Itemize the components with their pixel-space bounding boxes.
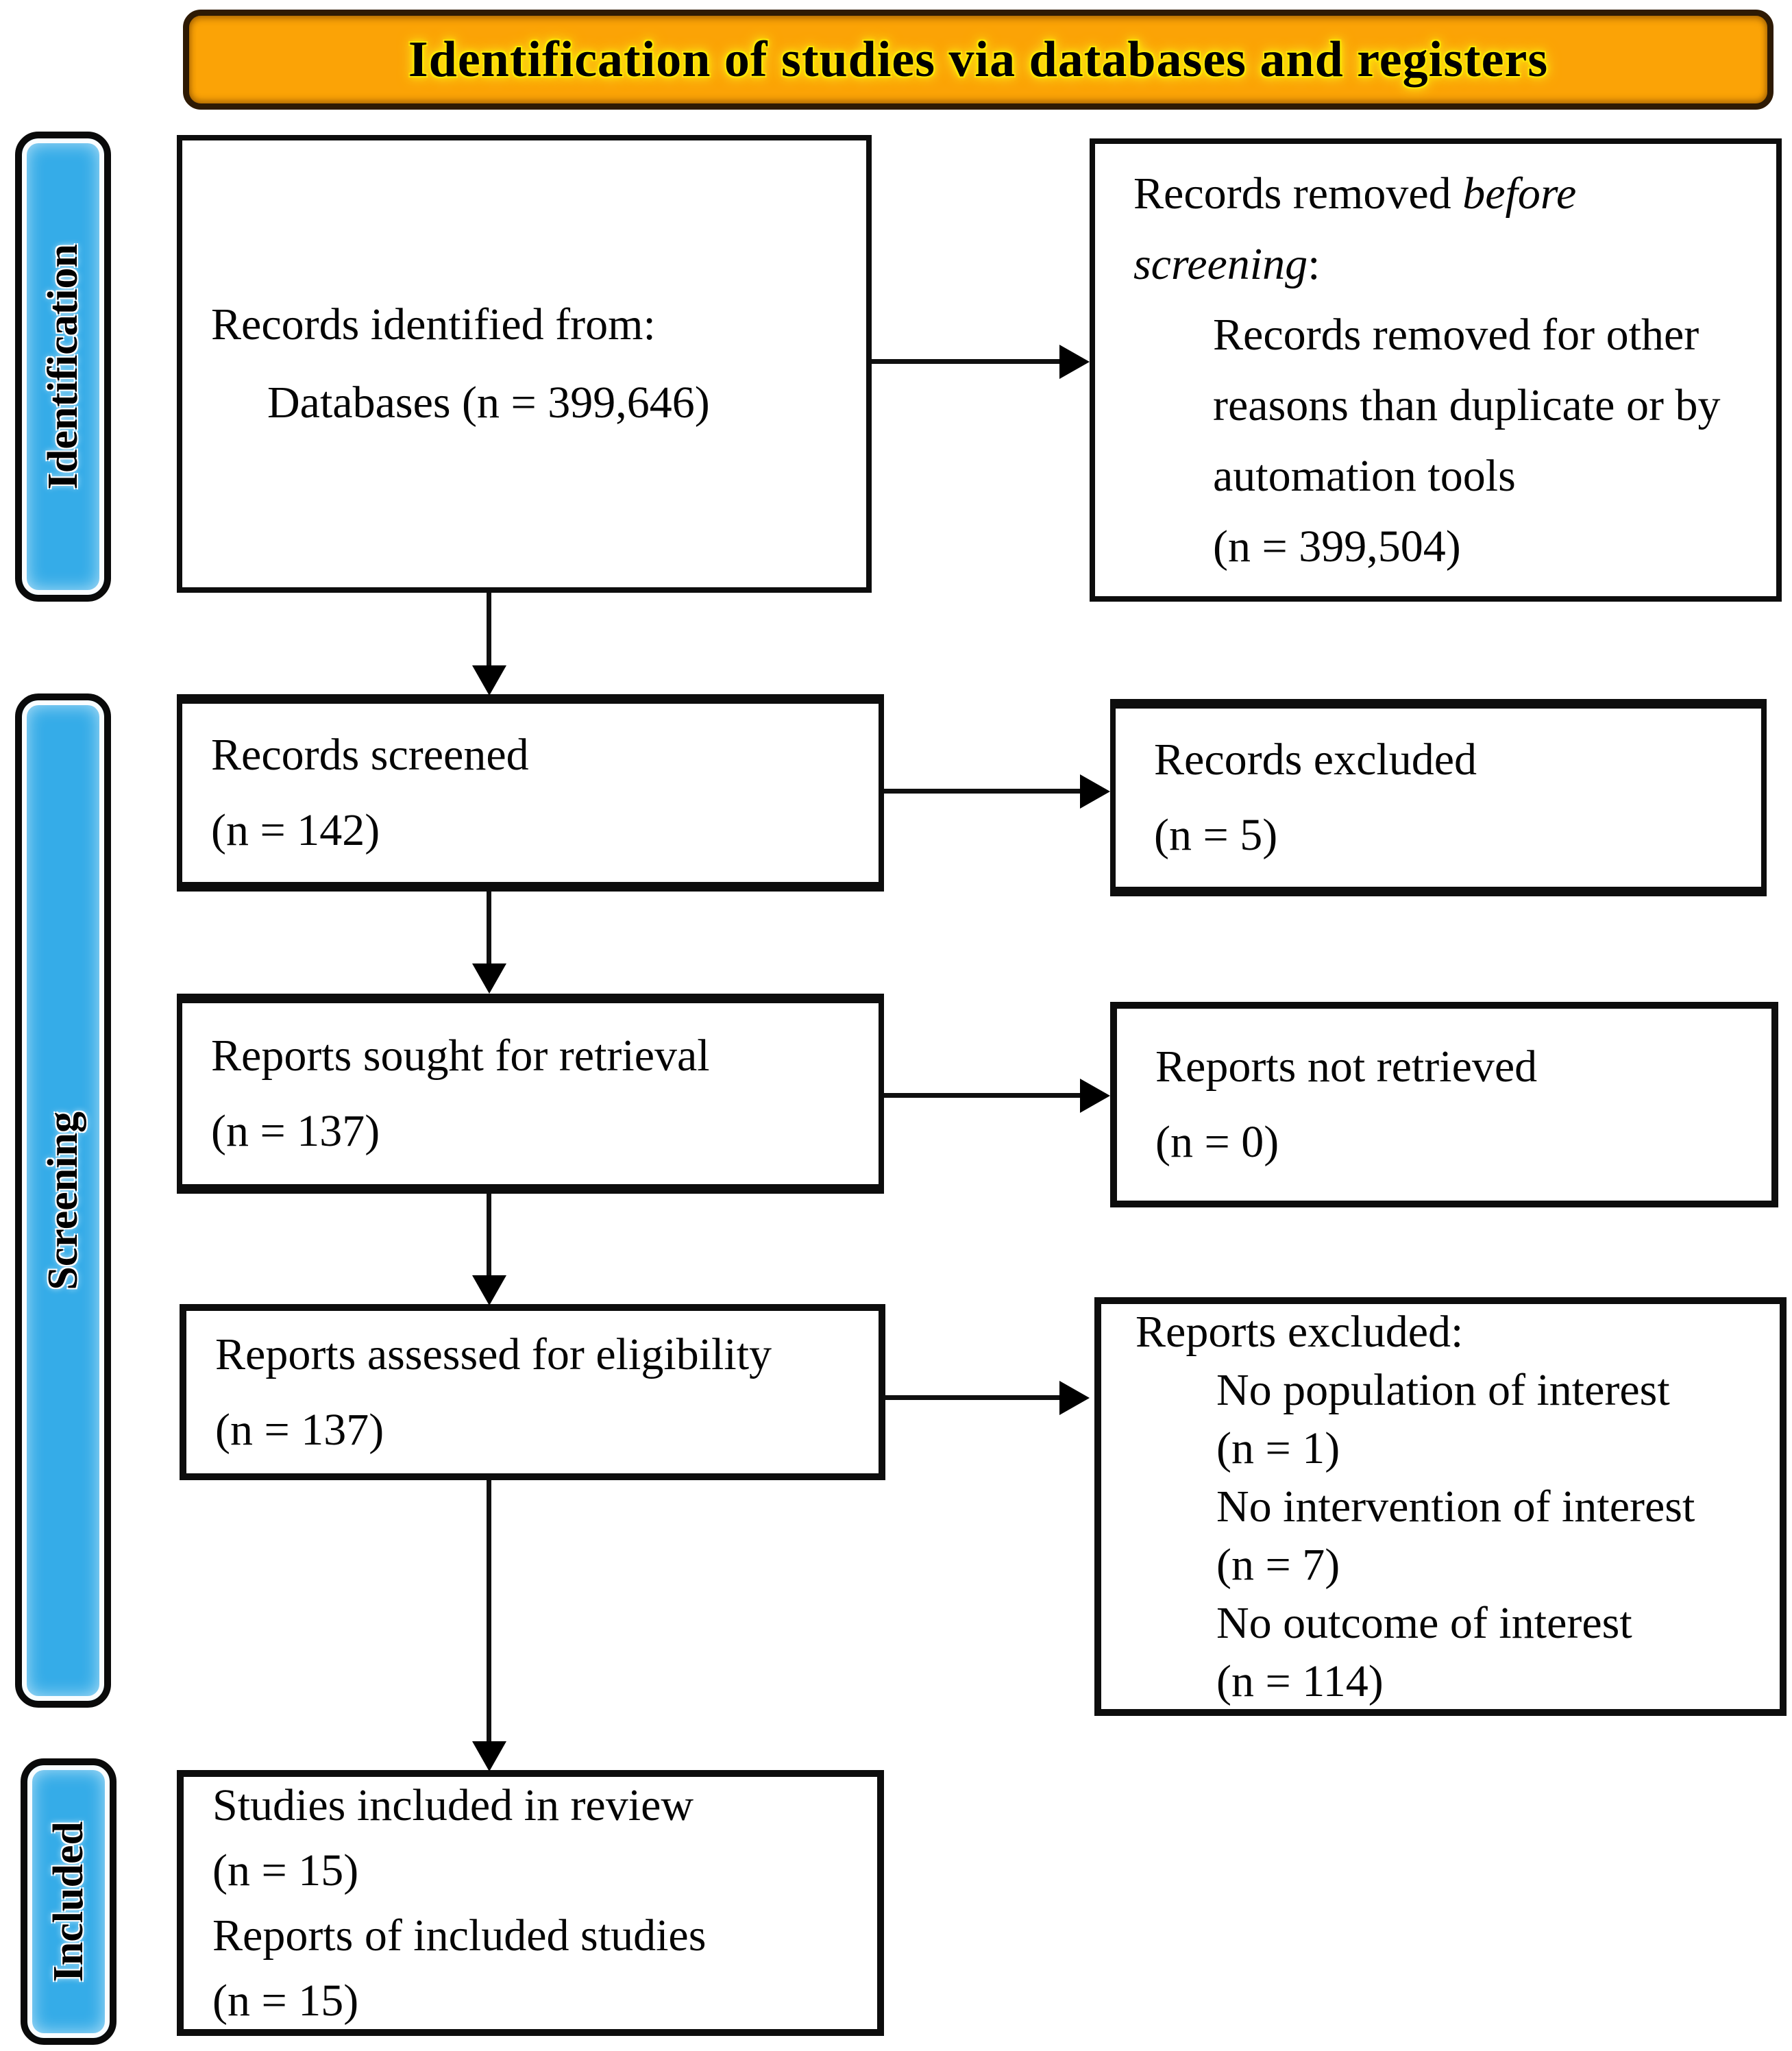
stage-label-identification: Identification <box>15 132 111 602</box>
arrowhead-right-icon <box>1080 774 1110 809</box>
vertical-line <box>487 1194 491 1275</box>
box-text-line: Reports sought for retrieval <box>211 1031 710 1081</box>
box-text-line: Reports not retrieved <box>1155 1042 1538 1092</box>
box-text-line: reasons than duplicate or by <box>1213 380 1721 430</box>
title-banner: Identification of studies via databases … <box>183 10 1773 110</box>
horizontal-line <box>883 1395 1061 1400</box>
horizontal-line <box>884 789 1081 794</box>
box-text-line: Databases (n = 399,646) <box>267 378 710 428</box>
arrowhead-right-icon <box>1059 1381 1090 1415</box>
box-text-line: (n = 15) <box>212 1976 359 2026</box>
box-studies-included: Studies included in review (n = 15) Report… <box>177 1770 884 2036</box>
box-text-line: No outcome of interest <box>1216 1598 1632 1648</box>
arrowhead-down-icon <box>472 1741 506 1771</box>
box-records-excluded: Records excluded (n = 5) <box>1110 699 1767 896</box>
vertical-line <box>487 892 491 963</box>
box-text-line: (n = 1) <box>1216 1423 1340 1473</box>
box-reports-excluded-reasons: Reports excluded: No population of intere… <box>1094 1297 1787 1716</box>
box-text-line: (n = 399,504) <box>1213 521 1461 572</box>
box-text-line: Studies included in review <box>212 1780 694 1830</box>
stage-label-included: Included <box>21 1758 116 2045</box>
box-text-line: (n = 5) <box>1154 810 1278 860</box>
box-text-line: Records removed before <box>1133 169 1577 219</box>
box-text-line: screening: <box>1133 239 1321 289</box>
box-text-line: automation tools <box>1213 451 1516 501</box>
box-records-screened: Records screened (n = 142) <box>177 694 884 892</box>
arrowhead-down-icon <box>472 1275 506 1305</box>
box-text-line: Records removed for other <box>1213 310 1699 360</box>
arrowhead-right-icon <box>1059 345 1090 379</box>
arrowhead-right-icon <box>1080 1079 1110 1113</box>
box-text-line: (n = 142) <box>211 805 380 855</box>
horizontal-line <box>872 359 1061 364</box>
arrowhead-down-icon <box>472 963 506 994</box>
box-text-line: No population of interest <box>1216 1365 1670 1415</box>
box-text-line: No intervention of interest <box>1216 1482 1695 1532</box>
vertical-line <box>487 593 491 665</box>
box-text-line: (n = 137) <box>215 1404 384 1455</box>
box-records-identified: Records identified from: Databases (n = 3… <box>177 135 872 593</box>
box-text-line: (n = 7) <box>1216 1540 1340 1590</box>
box-text-line: Records identified from: <box>211 299 656 349</box>
box-records-removed-before-screening: Records removed before screening: Records … <box>1090 138 1782 602</box>
box-reports-assessed-eligibility: Reports assessed for eligibility (n = 137… <box>180 1304 885 1480</box>
title-text: Identification of studies via databases … <box>408 31 1549 88</box>
stage-label-included-text: Included <box>45 1821 92 1982</box>
box-text-line: (n = 137) <box>211 1106 380 1156</box>
box-text-line: Reports excluded: <box>1136 1307 1464 1357</box>
arrowhead-down-icon <box>472 665 506 696</box>
box-text-line: Reports assessed for eligibility <box>215 1329 772 1379</box>
box-reports-not-retrieved: Reports not retrieved (n = 0) <box>1110 1002 1778 1207</box>
box-text-line: Records excluded <box>1154 735 1477 785</box>
vertical-line <box>487 1480 491 1741</box>
box-reports-sought-retrieval: Reports sought for retrieval (n = 137) <box>177 994 884 1194</box>
box-text-line: (n = 0) <box>1155 1117 1279 1167</box>
box-text-line: Reports of included studies <box>212 1911 707 1961</box>
horizontal-line <box>884 1093 1081 1098</box>
box-text-line: (n = 114) <box>1216 1656 1384 1706</box>
stage-label-screening: Screening <box>15 693 111 1708</box>
stage-label-screening-text: Screening <box>39 1111 86 1290</box>
stage-label-identification-text: Identification <box>39 243 86 490</box>
box-text-line: Records screened <box>211 730 529 780</box>
box-text-line: (n = 15) <box>212 1845 359 1895</box>
